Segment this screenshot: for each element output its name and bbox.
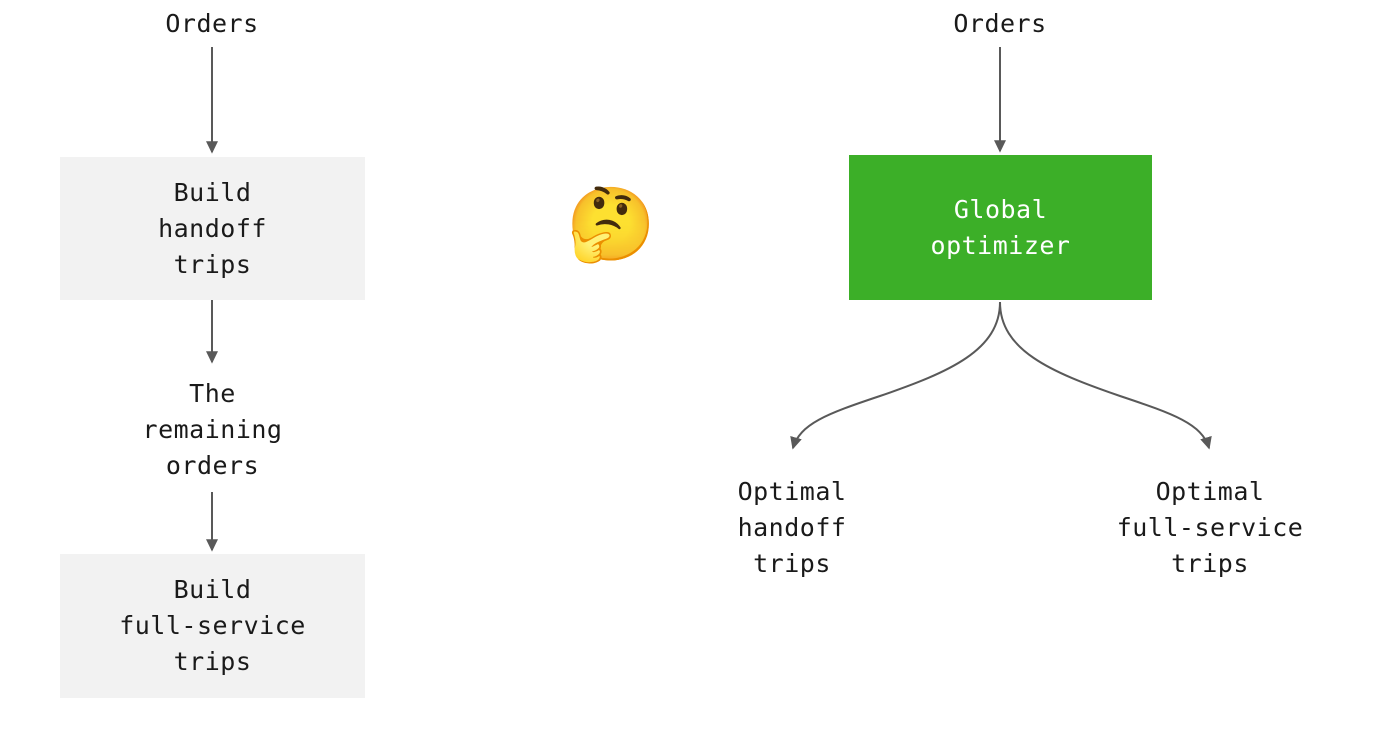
node-build-full-service-trips: Build full-service trips bbox=[60, 554, 365, 698]
arrow-optimizer-to-optimal-full-service bbox=[999, 301, 1212, 450]
label-optimal-handoff-trips: Optimal handoff trips bbox=[737, 477, 847, 578]
label-orders-left: Orders bbox=[165, 9, 259, 38]
thinking-face-icon: 🤔 bbox=[566, 182, 656, 266]
label-optimal-full-service-trips: Optimal full-service trips bbox=[1116, 477, 1304, 578]
node-the-remaining-orders: The remaining orders bbox=[142, 379, 283, 480]
node-global-optimizer: Global optimizer bbox=[849, 155, 1152, 300]
arrow-optimizer-to-optimal-handoff bbox=[790, 301, 1001, 450]
label-orders-right: Orders bbox=[953, 9, 1047, 38]
node-build-handoff-trips: Build handoff trips bbox=[60, 157, 365, 300]
